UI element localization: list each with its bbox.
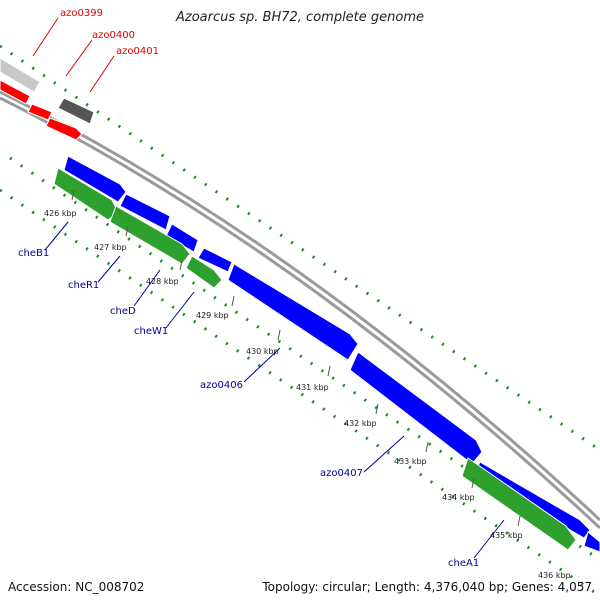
genome-title: Azoarcus sp. BH72, complete genome [175, 10, 425, 25]
tick-429 [231, 295, 235, 307]
gene-cheW1-feature[interactable] [197, 247, 233, 273]
leader-azo0400 [65, 39, 93, 77]
tick-label-427: 427 kbp [94, 243, 127, 252]
gene-cheR1-green-feature[interactable] [109, 205, 191, 265]
leader-cheD [133, 269, 161, 307]
tick-427 [125, 225, 129, 237]
tick-marks [71, 189, 521, 527]
gene-label-azo0406[interactable]: azo0406 [200, 380, 243, 391]
tick-426 [71, 189, 75, 201]
leader-azo0399 [32, 17, 59, 57]
gene-cheB1-feature[interactable] [63, 155, 127, 203]
gene-label-cheW1[interactable]: cheW1 [134, 326, 168, 337]
genome-backbone-outer [0, 90, 600, 522]
gene-label-azo0399[interactable]: azo0399 [60, 8, 103, 19]
gene-cheA1-feature[interactable] [461, 457, 577, 551]
tick-430 [277, 329, 281, 341]
tick-435 [517, 515, 521, 527]
gene-label-cheB1[interactable]: cheB1 [18, 248, 49, 259]
gene-label-cheD[interactable]: cheD [110, 306, 136, 317]
gene-label-azo0400[interactable]: azo0400 [92, 30, 135, 41]
leader-cheA1 [473, 519, 505, 559]
tick-433 [425, 441, 429, 453]
gene-cheD-feature[interactable] [165, 223, 199, 253]
tick-label-433: 433 kbp [394, 457, 427, 466]
tick-label-430: 430 kbp [246, 347, 279, 356]
gene-label-cheR1[interactable]: cheR1 [68, 280, 99, 291]
tick-428 [179, 259, 183, 271]
gene-azo0399b-feature[interactable] [0, 79, 31, 105]
gene-azo0406-feature[interactable] [227, 263, 359, 361]
tick-label-426: 426 kbp [44, 209, 77, 218]
gene-label-azo0407[interactable]: azo0407 [320, 468, 363, 479]
gene-azo0399-feature[interactable] [0, 57, 41, 93]
gene-azo0401b-feature[interactable] [57, 97, 95, 125]
genome-backbone-inner [0, 96, 600, 530]
gene-cheD-green-feature[interactable] [185, 255, 223, 289]
tick-label-435: 435 kbp [490, 531, 523, 540]
topology-text: Topology: circular; Length: 4,376,040 bp… [262, 580, 592, 594]
tick-431 [327, 365, 331, 377]
gene-cheA1b-feature[interactable] [583, 531, 600, 553]
accession-text: Accession: NC_008702 [8, 580, 145, 594]
gene-azo0407b-feature[interactable] [473, 461, 591, 539]
gene-azo0407-feature[interactable] [349, 351, 483, 465]
tick-label-431: 431 kbp [296, 383, 329, 392]
tick-label-436: 436 kbp [538, 571, 571, 580]
leader-azo0407 [363, 435, 405, 473]
tick-label-428: 428 kbp [146, 277, 179, 286]
tick-label-429: 429 kbp [196, 311, 229, 320]
dotted-track-upper [9, 156, 600, 562]
gene-cheR1-feature[interactable] [119, 193, 171, 231]
tick-432 [375, 403, 379, 415]
tick-label-434: 434 kbp [442, 493, 475, 502]
gene-azo0400-feature[interactable] [27, 103, 53, 121]
tick-434 [471, 477, 475, 489]
gene-label-azo0401[interactable]: azo0401 [116, 46, 159, 57]
leader-cheR1 [97, 255, 121, 283]
leader-azo0406 [243, 347, 281, 383]
tick-label-432: 432 kbp [344, 419, 377, 428]
gene-label-cheA1[interactable]: cheA1 [448, 558, 479, 569]
gene-azo0401-feature[interactable] [45, 117, 83, 141]
leader-azo0401 [89, 55, 115, 93]
leader-cheW1 [165, 291, 195, 329]
leader-cheB1 [44, 221, 69, 251]
leader-lines [32, 17, 505, 559]
